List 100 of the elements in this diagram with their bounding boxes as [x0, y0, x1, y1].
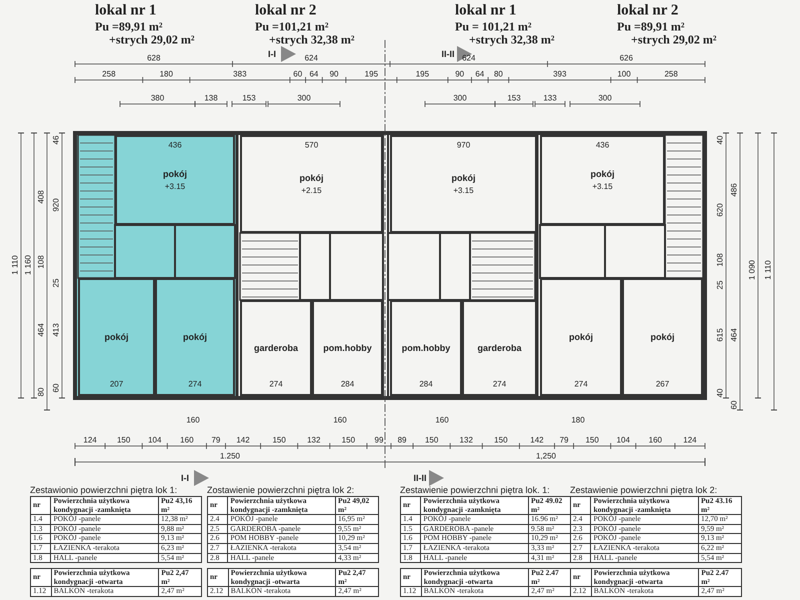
room-outline	[390, 135, 537, 233]
table-title: Zestawionio powierzchni piętra lok 1:	[30, 485, 178, 495]
room-outline	[240, 135, 383, 233]
dimension-text: 180	[160, 70, 173, 78]
dimension-text: 60	[52, 384, 60, 392]
dimension-text: 486	[730, 183, 738, 197]
room-name: pokój	[650, 332, 674, 342]
elevation-mark: +3.15	[453, 186, 474, 196]
room-name: pokój	[590, 168, 614, 178]
dimension-text: 160	[333, 416, 347, 424]
dimension-text: 160	[435, 416, 449, 424]
dimension-text: 1,250	[536, 452, 556, 460]
room-name: pokój	[452, 172, 476, 182]
table-title: Zostawienie powierzchni piętra lok 2:	[207, 485, 354, 495]
room-outline	[115, 135, 235, 225]
dimension-text: 570	[304, 140, 318, 150]
dimension-text: 124	[83, 436, 97, 444]
dimension-text: 132	[307, 436, 320, 444]
dimension-text: 436	[168, 140, 182, 150]
dimension-text: 90	[330, 70, 339, 78]
dimension-text: 274	[492, 380, 506, 388]
dimension-text: 150	[272, 436, 286, 444]
elevation-mark: +2.15	[301, 186, 322, 196]
room-outline	[312, 300, 383, 396]
table-title: Zestawienie powierzchni piętra lok. 1:	[400, 485, 550, 495]
room-outline	[78, 278, 155, 396]
dimension-text: 628	[147, 54, 160, 62]
dimension-text: 300	[598, 94, 612, 102]
area-text: +strych 29,02 m²	[109, 32, 194, 48]
room-name: pokój	[183, 332, 207, 342]
dimension-text: 80	[36, 388, 46, 396]
room-outline	[390, 300, 462, 396]
dimension-text: 1.250	[220, 452, 240, 460]
area-text: Pu =89,91 m²	[95, 20, 162, 34]
dimension-text: 89	[398, 436, 406, 444]
dimension-text: 25	[716, 280, 724, 290]
dimension-text: 90	[455, 70, 464, 78]
section-label: II-II	[414, 473, 426, 483]
dimension-text: 108	[716, 253, 724, 267]
area-text: +strych 32,38 m²	[269, 32, 354, 48]
dimension-text: 150	[424, 436, 438, 444]
area-text: +strych 29,02 m²	[631, 32, 716, 48]
dimension-text: 153	[242, 94, 256, 102]
dimension-text: 1 090	[748, 260, 756, 280]
room-outline	[462, 300, 537, 396]
dimension-text: 138	[204, 94, 218, 102]
dimension-text: 40	[716, 388, 724, 398]
room-outline	[240, 300, 312, 396]
dimension-text: 300	[297, 94, 311, 102]
area-text: Pu = 101,21 m²	[455, 20, 532, 34]
dimension-text: 180	[571, 416, 585, 424]
dimension-text: 274	[269, 380, 283, 388]
room-name: pokój	[300, 172, 324, 182]
dimension-text: 150	[116, 436, 130, 444]
dimension-text: 284	[340, 380, 354, 388]
section-label: II-II	[442, 49, 454, 59]
room-outline	[540, 135, 665, 225]
dimension-text: 153	[507, 94, 521, 102]
dimension-text: 1 110	[764, 260, 772, 280]
dimension-text: 195	[364, 70, 378, 78]
area-text: +strych 32,38 m²	[469, 32, 554, 48]
dimension-text: 79	[211, 436, 220, 444]
elevation-mark: +3.15	[164, 182, 186, 192]
dimension-text: 60	[293, 70, 302, 78]
unit-heading: lokal nr 2	[617, 2, 678, 20]
dimension-text: 100	[617, 70, 631, 78]
dimension-text: 64	[475, 70, 484, 78]
dimension-text: 624	[462, 54, 476, 62]
dimension-text: 104	[148, 436, 162, 444]
room-name: pokój	[104, 332, 128, 342]
unit-heading: lokal nr 1	[95, 2, 156, 20]
dimension-text: 615	[716, 328, 724, 342]
dimension-text: 258	[664, 70, 678, 78]
dimension-text: 284	[419, 380, 433, 388]
dimension-text: 133	[543, 94, 557, 102]
room-name: pom.hobby	[323, 343, 372, 353]
dimension-text: 274	[574, 380, 588, 388]
dimension-text: 160	[648, 436, 662, 444]
dimension-text: 104	[616, 436, 630, 444]
dimension-text: 464	[36, 323, 46, 337]
dimension-text: 620	[716, 203, 724, 217]
dimension-text: 46	[52, 136, 60, 144]
dimension-text: 626	[620, 54, 633, 62]
dimension-text: 60	[730, 400, 738, 410]
dimension-text: 195	[416, 70, 430, 78]
room-outline	[155, 278, 235, 396]
area-text: Pu =101,21 m²	[255, 20, 328, 34]
dimension-text: 64	[309, 70, 318, 78]
area-text: Pu =89,91 m²	[617, 20, 684, 34]
room-outline	[540, 278, 622, 396]
dimension-text: 132	[460, 436, 473, 444]
table-title: Zestawienie powierzchni piętra lok 2:	[570, 485, 718, 495]
room-name: pokój	[163, 168, 187, 178]
dimension-text: 300	[453, 94, 467, 102]
dimension-text: 80	[494, 70, 503, 78]
dimension-text: 267	[656, 380, 670, 388]
dimension-text: 1 110	[10, 255, 20, 275]
dimension-text: 1 160	[24, 254, 32, 276]
dimension-text: 25	[52, 278, 60, 288]
dimension-text: 413	[52, 323, 60, 337]
